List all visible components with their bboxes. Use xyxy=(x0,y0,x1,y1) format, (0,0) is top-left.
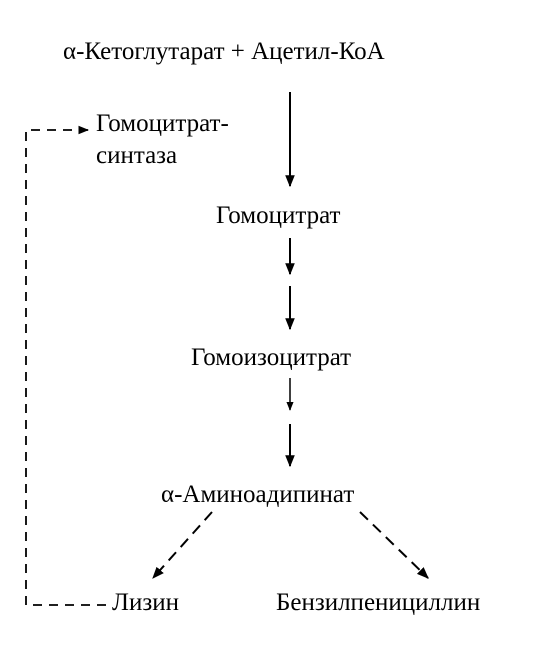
node-benzylpenicillin: Бензилпенициллин xyxy=(276,589,481,616)
node-enzyme-line-1: Гомоцитрат- xyxy=(96,110,229,137)
node-lysine: Лизин xyxy=(112,589,179,616)
feedback-arrow-lysine-to-synthase xyxy=(25,125,106,606)
node-enzyme-line-2: синтаза xyxy=(96,142,178,169)
node-homocitrate: Гомоцитрат xyxy=(216,202,341,229)
node-start-substrates: α-Кетоглутарат + Ацетил-КоА xyxy=(63,38,385,65)
arrow-aminoadipate-to-lysine xyxy=(152,511,213,579)
arrow-aminoadipate-to-penicillin xyxy=(359,511,429,579)
node-aminoadipate: α-Аминоадипинат xyxy=(161,481,355,508)
node-homoisocitrate: Гомоизоцитрат xyxy=(191,344,352,371)
